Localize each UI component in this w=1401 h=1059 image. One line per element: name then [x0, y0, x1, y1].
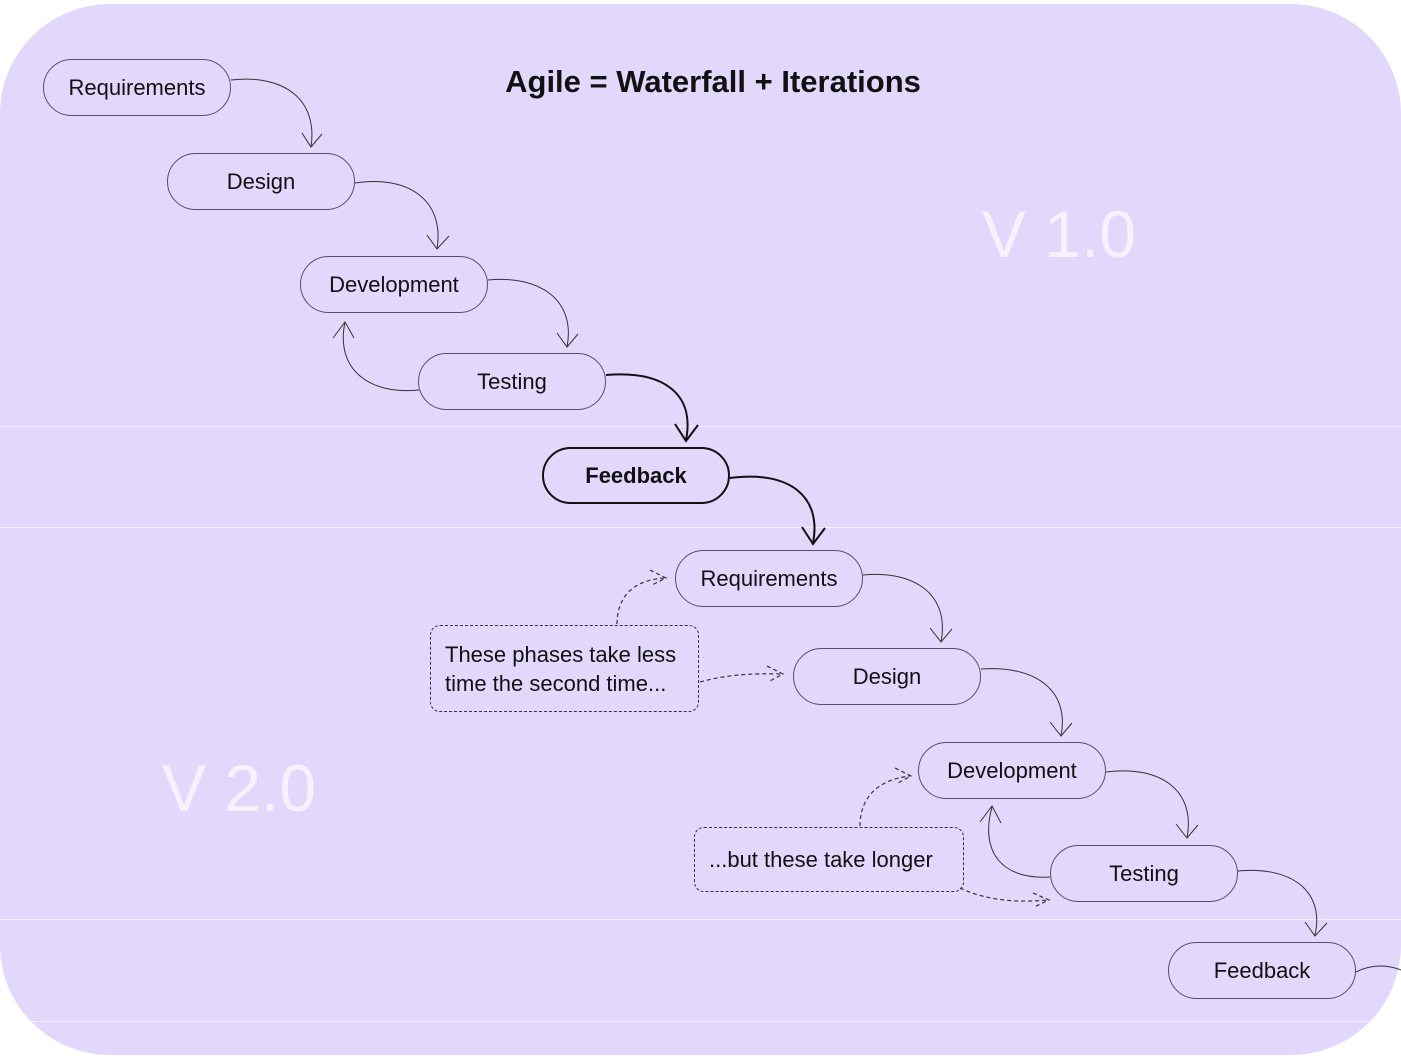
arrowhead: [929, 627, 953, 643]
arrow-testing-back-to-development: [342, 321, 420, 392]
arrow-testing-back-to-development-v2: [988, 806, 1051, 878]
v1-requirements-node: Requirements: [43, 59, 231, 116]
arrow-testing-to-feedback: [605, 373, 689, 441]
feedback-node-2: Feedback: [1168, 942, 1356, 999]
dashed-arrow-to-requirements-v2: [616, 577, 666, 625]
arrow-development-to-testing-v2: [1105, 770, 1189, 839]
arrow-requirements-to-design-v2: [862, 573, 943, 643]
divider-line: [0, 426, 1401, 427]
arrowhead: [801, 526, 826, 546]
note-less-time: These phases take less time the second t…: [430, 625, 699, 712]
arrowhead: [649, 569, 668, 586]
arrowhead: [766, 665, 785, 683]
note-longer-text: ...but these take longer: [709, 846, 933, 872]
v1-testing-node: Testing: [418, 353, 606, 410]
arrowhead: [556, 332, 579, 348]
diagram-title: Agile = Waterfall + Iterations: [505, 64, 921, 99]
diagram-background: [0, 4, 1401, 1055]
arrowhead: [1175, 823, 1199, 839]
note-less-time-line-1: These phases take less: [445, 641, 677, 667]
arrowhead: [1032, 892, 1051, 908]
v1-design-node: Design: [167, 153, 355, 210]
v2-requirements-node: Requirements: [675, 550, 863, 607]
v2-design-node: Design: [793, 648, 981, 705]
dashed-arrow-to-testing-v2: [959, 887, 1049, 902]
arrowhead: [1304, 921, 1328, 937]
arrow-feedback-to-requirements: [729, 475, 816, 544]
arrow-testing-to-feedback-v2: [1237, 869, 1318, 936]
v1-development-node: Development: [300, 256, 488, 313]
version-label-v2: V 2.0: [162, 751, 317, 825]
feedback-node-1: Feedback: [542, 447, 730, 504]
arrowhead: [332, 321, 355, 339]
arrow-feedback-continue: [1355, 965, 1401, 973]
arrowhead: [1049, 721, 1073, 737]
note-less-time-line-2: time the second time...: [445, 670, 667, 696]
arrowhead: [426, 234, 450, 250]
dashed-arrow-to-design-v2: [699, 673, 784, 683]
arrowhead: [894, 767, 913, 785]
arrowhead: [979, 805, 1002, 824]
dashed-arrow-to-development-v2: [859, 775, 911, 827]
version-label-v1: V 1.0: [982, 197, 1137, 271]
divider-line: [0, 919, 1401, 920]
arrow-design-to-development-v2: [980, 668, 1063, 737]
v2-development-node: Development: [918, 742, 1106, 799]
arrow-design-to-development: [354, 181, 439, 250]
arrowhead: [674, 423, 699, 443]
divider-line: [0, 1021, 1401, 1022]
arrow-development-to-testing: [487, 278, 569, 348]
divider-line: [0, 527, 1401, 528]
note-longer: ...but these take longer: [694, 827, 964, 892]
arrowhead: [301, 132, 323, 148]
v2-testing-node: Testing: [1050, 845, 1238, 902]
arrow-requirements-to-design: [230, 78, 313, 148]
